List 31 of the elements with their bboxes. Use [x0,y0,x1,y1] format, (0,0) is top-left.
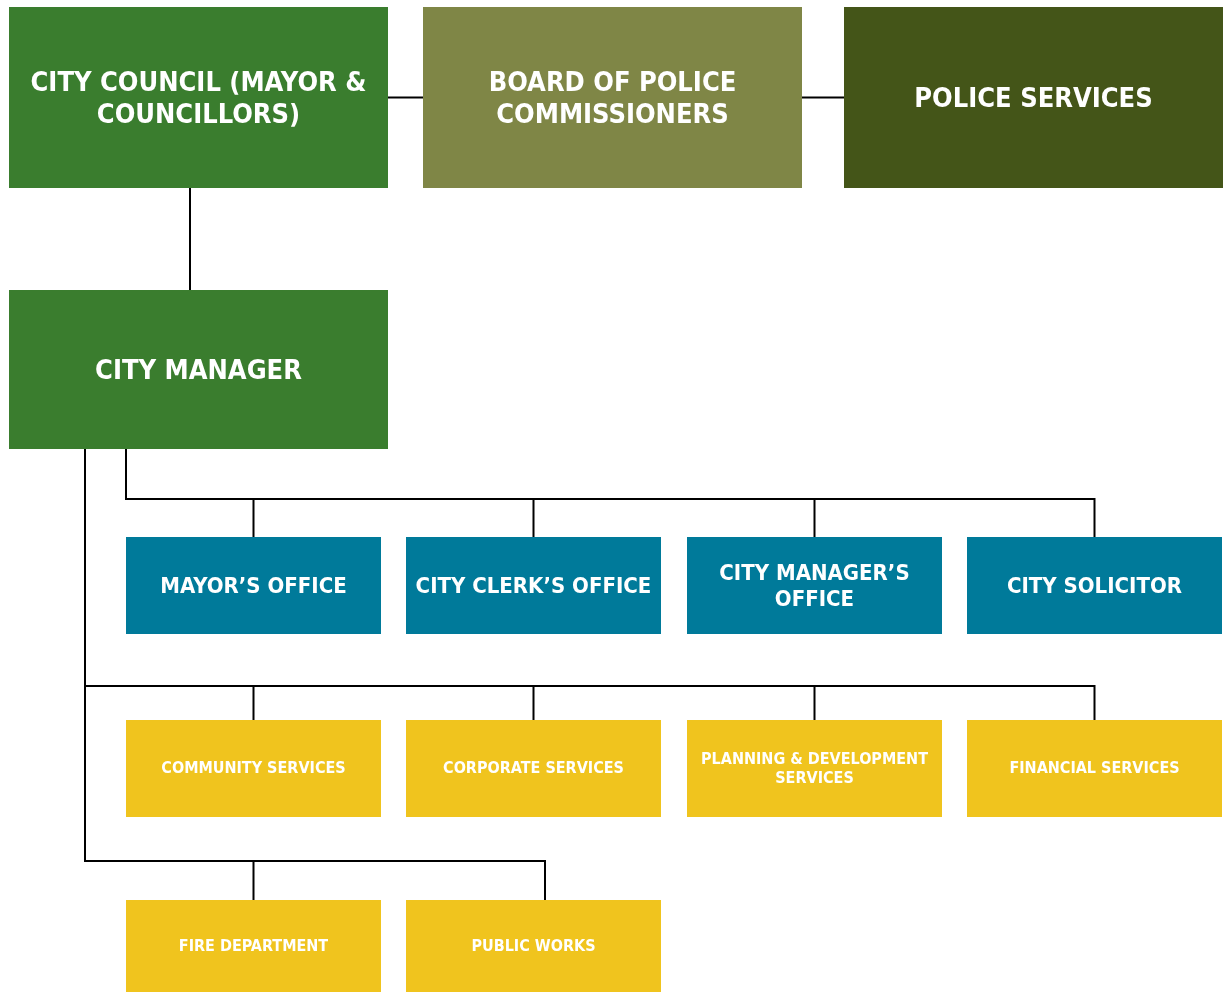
office-box [126,537,381,634]
unit-name: FIRE DEPARTMENT [178,936,329,956]
board-box [423,7,802,188]
unit-name: BOARD OF POLICE COMMISSIONERS [487,66,738,129]
department-box [687,720,942,817]
unit-name: PUBLIC WORKS [471,936,596,956]
department-box [967,720,1222,817]
department-box [126,720,381,817]
unit-name: CITY COUNCIL (MAYOR & COUNCILLORS) [29,66,368,129]
department-box [406,900,661,992]
unit-name: FINANCIAL SERVICES [1009,759,1180,778]
office-box [406,537,661,634]
connector-line [189,187,191,291]
connector-line [387,96,424,99]
unit-name: CORPORATE SERVICES [443,759,624,778]
unit-name: CITY MANAGER’S OFFICE [718,560,911,611]
unit-name: MAYOR’S OFFICE [160,572,347,599]
unit-name: CITY CLERK’S OFFICE [415,572,652,599]
department-box [126,900,381,992]
service-box [844,7,1223,188]
leader-box [9,7,388,188]
unit-name: POLICE SERVICES [914,81,1153,113]
unit-name: CITY SOLICITOR [1006,572,1183,599]
unit-name: CITY MANAGER [95,353,302,385]
office-box [687,537,942,634]
department-box [406,720,661,817]
unit-name: PLANNING & DEVELOPMENT SERVICES [700,750,929,787]
connector-line [801,96,845,99]
office-box [967,537,1222,634]
manager-box [9,290,388,449]
unit-name: COMMUNITY SERVICES [161,759,346,778]
